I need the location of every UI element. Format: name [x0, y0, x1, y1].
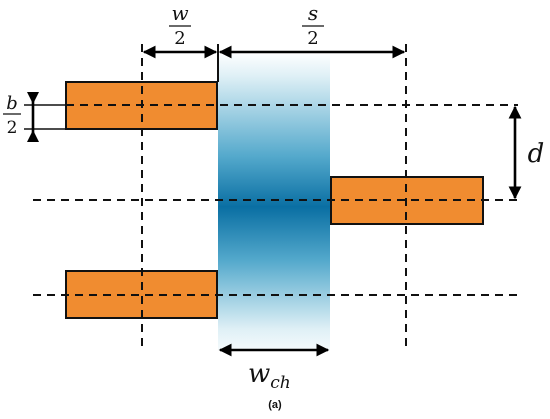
label-b-denominator: 2 [7, 118, 18, 138]
label-wch-base: w [248, 359, 270, 389]
label-d: d [528, 139, 545, 169]
dim-b-half-arrowhead-top [27, 92, 39, 104]
label-w-denominator: 2 [174, 28, 185, 49]
label-s-numerator: s [308, 1, 318, 25]
label-wch-subscript: ch [270, 373, 290, 393]
label-w-numerator: w [171, 1, 188, 25]
label-wch: wch [248, 359, 291, 393]
label-s-denominator: 2 [307, 28, 318, 49]
label-b-numerator: b [6, 93, 18, 114]
figure-caption: (a) [268, 399, 282, 411]
dim-b-half-arrowhead-bottom [27, 130, 39, 142]
